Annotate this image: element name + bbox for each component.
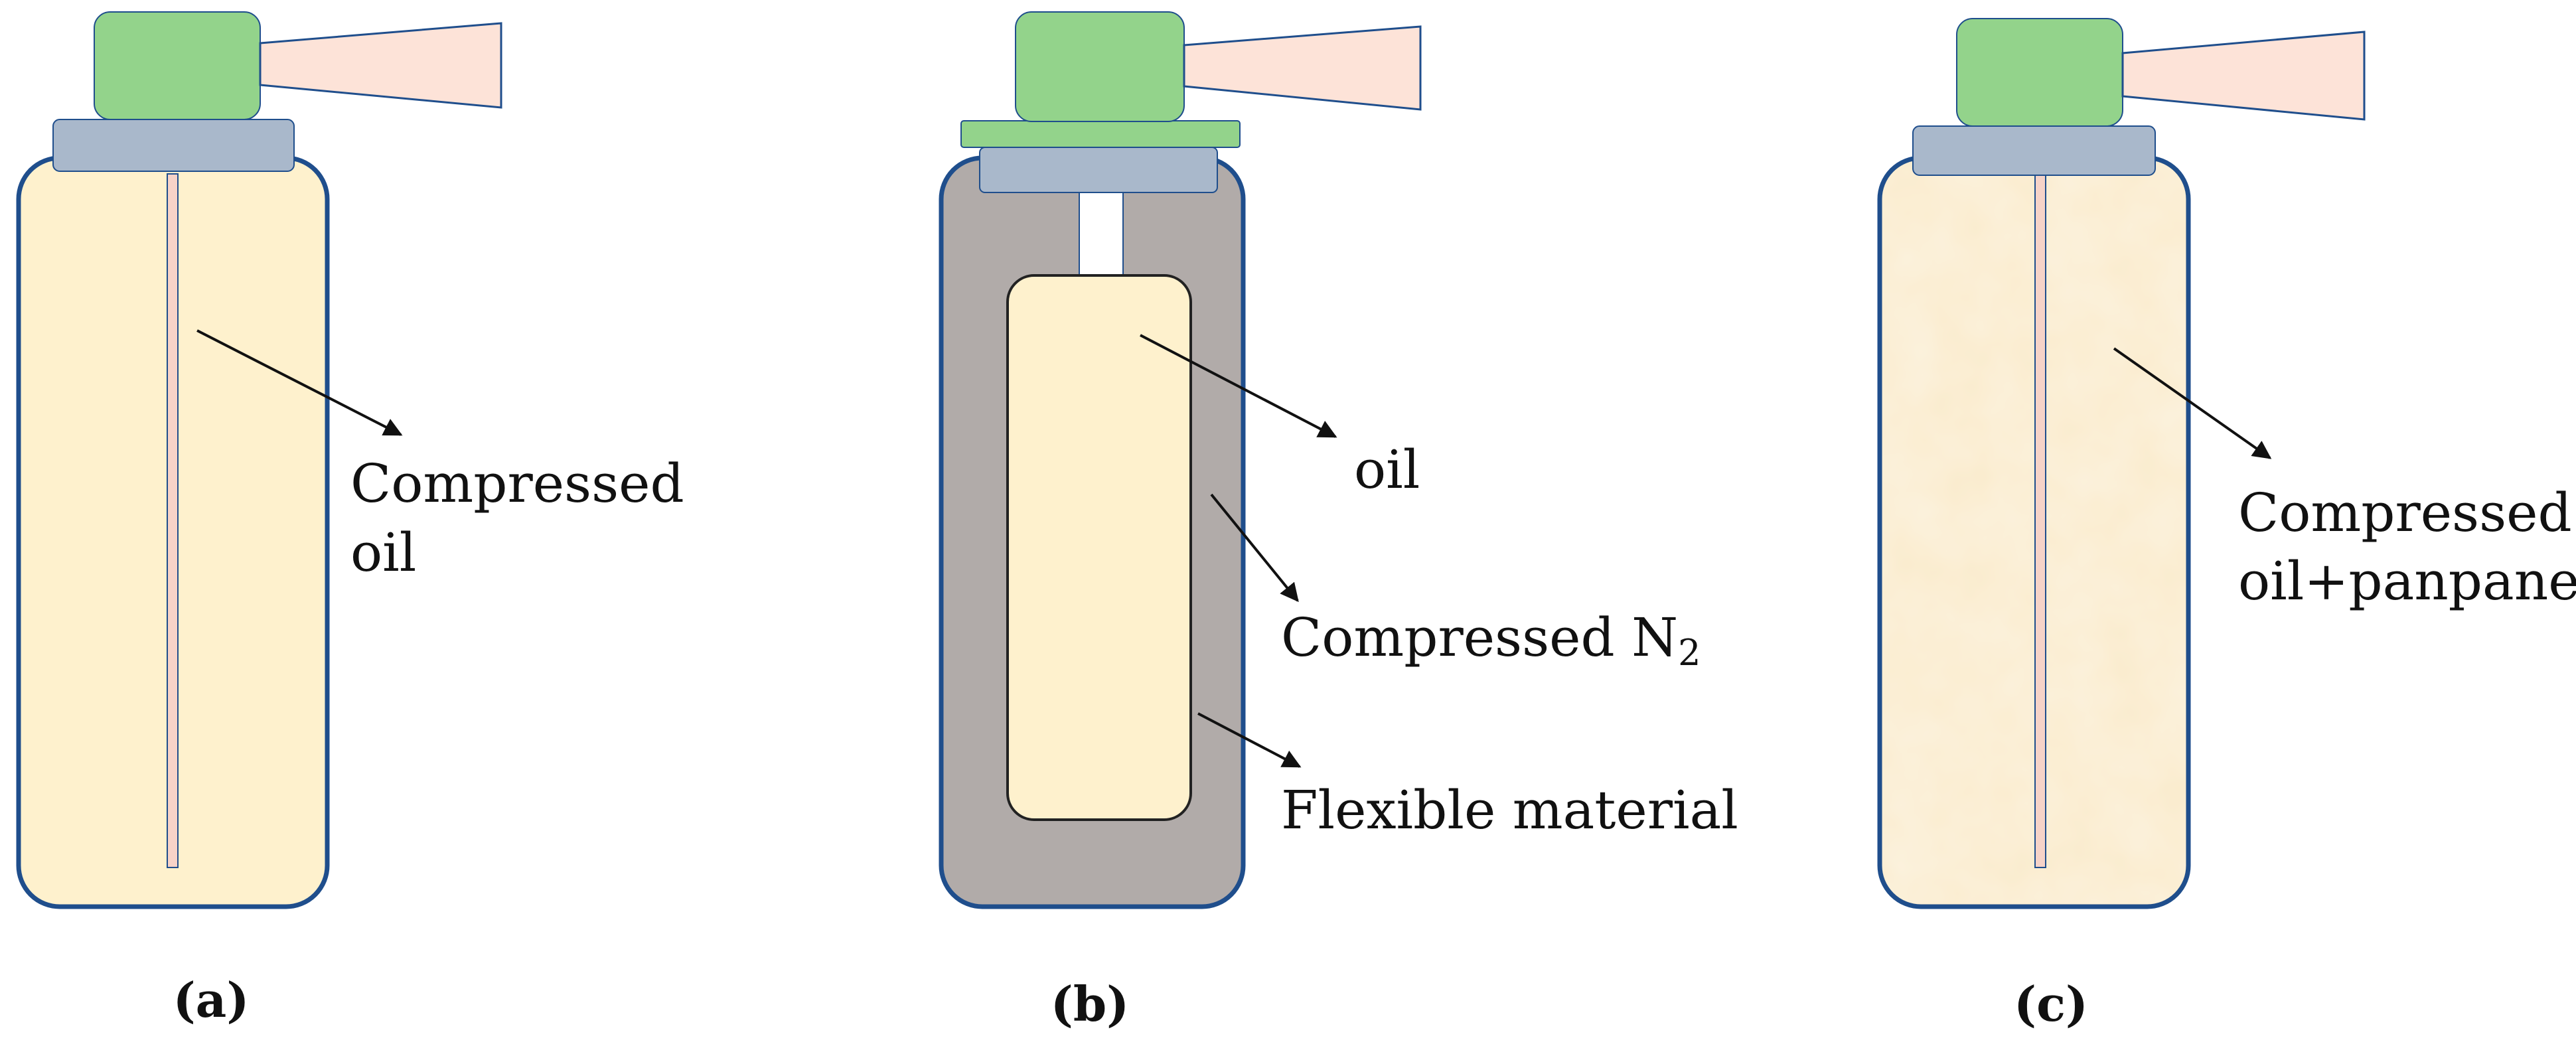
can-a-cap bbox=[94, 11, 261, 120]
can-a-label-line1: Compressed bbox=[350, 453, 684, 514]
can-c-cap bbox=[1956, 18, 2123, 127]
can-b-label-nitrogen: Compressed N2 bbox=[1281, 607, 1701, 674]
can-b-label-oil: oil bbox=[1354, 439, 1420, 500]
can-c-label-arrow bbox=[2113, 347, 2272, 459]
can-c-texture bbox=[1882, 161, 2186, 904]
can-b-oil-arrow bbox=[1140, 334, 1337, 438]
panel-a: Compressed oil (a) bbox=[16, 11, 684, 1028]
can-a bbox=[16, 11, 502, 909]
can-b-cap bbox=[1015, 11, 1185, 122]
can-b-collar bbox=[979, 147, 1218, 193]
panel-c: Compressed oil+panpane (c) bbox=[1877, 18, 2576, 1032]
can-b-label-nitrogen-sub: 2 bbox=[1678, 632, 1701, 674]
can-b bbox=[939, 11, 1422, 909]
can-b-nozzle bbox=[1183, 25, 1422, 111]
can-b-inner-bag bbox=[1006, 274, 1192, 821]
can-b-label-nitrogen-main: Compressed N bbox=[1281, 607, 1678, 668]
can-b-flexible-arrow bbox=[1197, 712, 1302, 768]
can-c-straw bbox=[2034, 173, 2046, 868]
panel-a-caption: (a) bbox=[173, 972, 250, 1028]
can-c-label-line2: oil+panpane bbox=[2238, 550, 2576, 612]
can-a-collar bbox=[52, 119, 295, 172]
can-a-label-line2: oil bbox=[350, 522, 416, 583]
can-c-collar bbox=[1912, 125, 2156, 176]
can-a-label-arrow bbox=[196, 329, 403, 436]
can-c-label-line1: Compressed bbox=[2238, 482, 2572, 544]
panel-b: oil Compressed N2 Flexible material (b) bbox=[939, 11, 1738, 1032]
can-c-nozzle bbox=[2121, 31, 2366, 121]
can-b-nitrogen-arrow bbox=[1210, 493, 1299, 603]
can-a-nozzle bbox=[259, 22, 502, 109]
can-c bbox=[1877, 18, 2366, 909]
panel-c-caption: (c) bbox=[2014, 976, 2088, 1032]
can-b-channel bbox=[1079, 190, 1124, 278]
can-b-label-flexible: Flexible material bbox=[1281, 779, 1738, 841]
can-b-flange bbox=[960, 120, 1241, 148]
panel-b-caption: (b) bbox=[1051, 976, 1129, 1032]
can-a-straw bbox=[167, 173, 179, 868]
